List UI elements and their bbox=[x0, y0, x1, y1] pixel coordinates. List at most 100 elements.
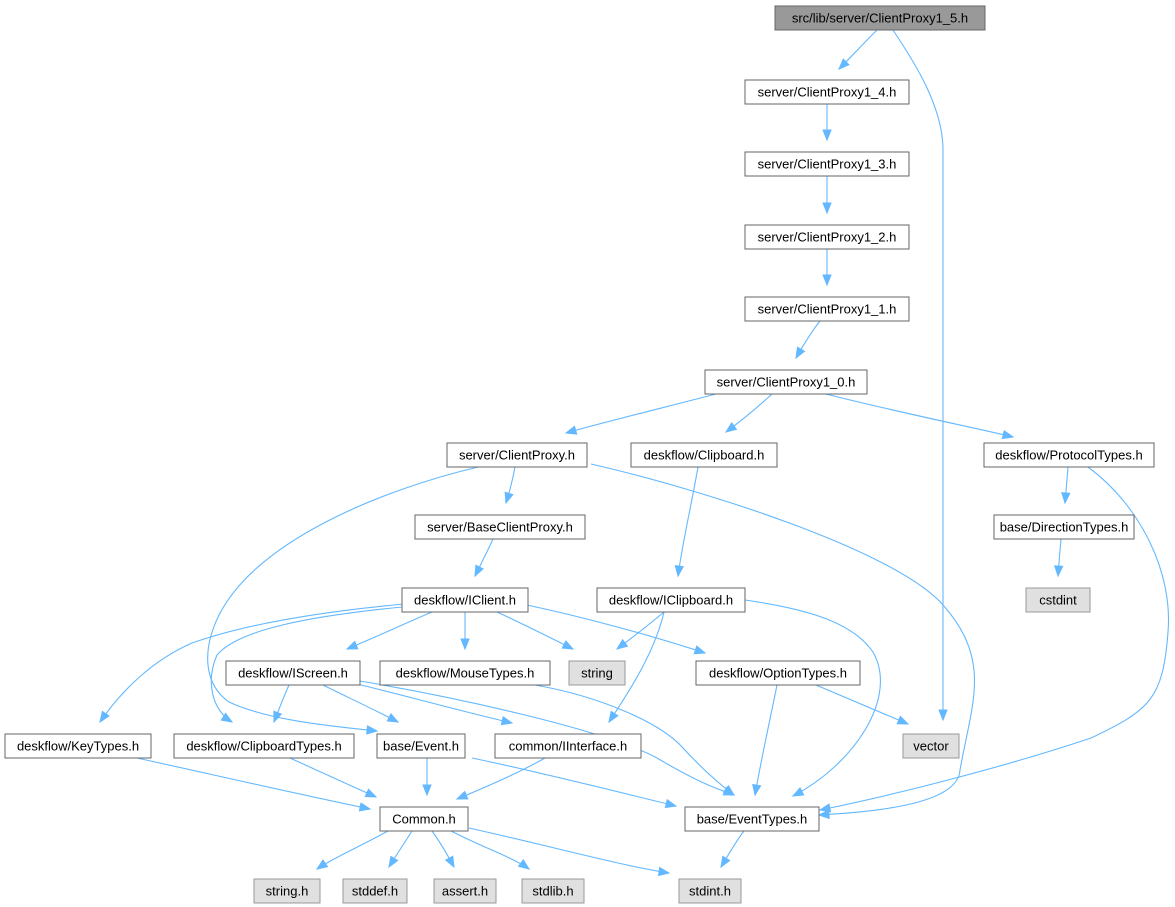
edge-line bbox=[352, 682, 513, 724]
node-base-event-h[interactable]: base/Event.h bbox=[376, 733, 466, 759]
edge-line bbox=[534, 684, 735, 796]
arrow-head-icon bbox=[422, 784, 432, 797]
arrow-head-icon bbox=[1001, 429, 1015, 440]
arrow-head-icon bbox=[822, 274, 832, 287]
node-deskflow-protocoltypes-h[interactable]: deskflow/ProtocolTypes.h bbox=[983, 442, 1155, 468]
edge-line bbox=[471, 757, 677, 807]
node-box bbox=[678, 878, 742, 904]
edge-line bbox=[744, 599, 881, 797]
node-deskflow-iscreen-h[interactable]: deskflow/IScreen.h bbox=[225, 660, 361, 686]
node-cstdint: cstdint bbox=[1025, 587, 1091, 613]
arrow-head-icon bbox=[366, 725, 379, 735]
edge-root-to-cp14 bbox=[838, 29, 878, 70]
node-label: vector bbox=[913, 739, 949, 754]
node-box bbox=[225, 660, 361, 686]
node-server-clientproxy1-0-h[interactable]: server/ClientProxy1_0.h bbox=[704, 369, 868, 395]
edge-cp10-to-proto bbox=[825, 393, 1015, 440]
node-base-eventtypes-h[interactable]: base/EventTypes.h bbox=[684, 806, 820, 832]
node-string-h: string.h bbox=[253, 878, 321, 904]
edge-iscreen-to-event bbox=[322, 684, 400, 723]
arrow-head-icon bbox=[822, 129, 832, 142]
arrow-head-icon bbox=[564, 425, 578, 435]
node-deskflow-iclipboard-h[interactable]: deskflow/IClipboard.h bbox=[596, 587, 746, 613]
edge-iclip-to-iiface bbox=[608, 611, 665, 724]
node-deskflow-optiontypes-h[interactable]: deskflow/OptionTypes.h bbox=[695, 660, 861, 686]
edge-line bbox=[136, 757, 371, 810]
arrow-head-icon bbox=[220, 712, 234, 723]
node-server-clientproxy-h[interactable]: server/ClientProxy.h bbox=[446, 442, 588, 468]
edge-line bbox=[496, 611, 574, 650]
node-stdlib-h: stdlib.h bbox=[521, 878, 585, 904]
node-box bbox=[744, 151, 910, 177]
arrow-head-icon bbox=[693, 645, 707, 655]
edge-bcp-to-iclient bbox=[474, 538, 494, 578]
edge-line bbox=[819, 466, 1170, 811]
edge-line bbox=[316, 830, 389, 870]
node-server-baseclientproxy-h[interactable]: server/BaseClientProxy.h bbox=[414, 514, 586, 540]
arrow-head-icon bbox=[724, 421, 738, 433]
edge-iclient-to-mouse bbox=[460, 612, 470, 651]
node-server-clientproxy1-1-h[interactable]: server/ClientProxy1_1.h bbox=[744, 296, 910, 322]
node-label: server/ClientProxy1_2.h bbox=[758, 230, 897, 245]
edge-iclient-to-cliptypes bbox=[210, 606, 403, 723]
node-box bbox=[902, 733, 960, 759]
edge-cp10-to-cp bbox=[564, 393, 717, 435]
node-deskflow-mousetypes-h[interactable]: deskflow/MouseTypes.h bbox=[379, 660, 551, 686]
node-label: Common.h bbox=[392, 812, 456, 827]
node-server-clientproxy1-4-h[interactable]: server/ClientProxy1_4.h bbox=[744, 79, 910, 105]
edge-cp12-to-cp11 bbox=[822, 249, 832, 287]
node-common-h[interactable]: Common.h bbox=[379, 806, 469, 832]
node-server-clientproxy1-2-h[interactable]: server/ClientProxy1_2.h bbox=[744, 224, 910, 250]
arrow-head-icon bbox=[720, 855, 731, 869]
edge-keytypes-to-common bbox=[136, 757, 372, 812]
edge-cliptypes-to-common bbox=[289, 757, 378, 798]
node-label: server/BaseClientProxy.h bbox=[427, 520, 573, 535]
node-box bbox=[704, 369, 868, 395]
edge-common-to-stdlib bbox=[450, 830, 531, 870]
node-deskflow-keytypes-h[interactable]: deskflow/KeyTypes.h bbox=[4, 733, 152, 759]
node-box bbox=[596, 587, 746, 613]
arrow-head-icon bbox=[444, 855, 455, 869]
node-deskflow-iclient-h[interactable]: deskflow/IClient.h bbox=[401, 587, 529, 613]
arrow-head-icon bbox=[674, 564, 685, 578]
edge-proto-to-evtypes bbox=[818, 466, 1170, 813]
node-label: deskflow/ClipboardTypes.h bbox=[186, 739, 341, 754]
edge-cp10-to-clip bbox=[724, 393, 773, 433]
node-deskflow-clipboard-h[interactable]: deskflow/Clipboard.h bbox=[630, 442, 778, 468]
edge-iclip-to-evtypes bbox=[744, 599, 881, 797]
node-common-iinterface-h[interactable]: common/IInterface.h bbox=[494, 733, 642, 759]
node-label: deskflow/IClient.h bbox=[414, 593, 516, 608]
arrow-head-icon bbox=[1061, 492, 1071, 505]
arrow-head-icon bbox=[657, 866, 671, 877]
edge-line bbox=[99, 603, 405, 723]
edge-line bbox=[346, 611, 433, 650]
arrow-head-icon bbox=[460, 638, 470, 651]
edge-cp-to-evtypes bbox=[590, 463, 976, 820]
node-box bbox=[173, 733, 355, 759]
edge-iiface-to-common bbox=[455, 757, 546, 800]
node-box bbox=[342, 878, 408, 904]
node-label: deskflow/Clipboard.h bbox=[644, 448, 765, 463]
edge-cp11-to-cp10 bbox=[795, 320, 821, 360]
arrow-head-icon bbox=[455, 790, 469, 800]
edge-cp-to-bcp bbox=[504, 466, 516, 505]
edge-common-to-stddef bbox=[388, 830, 413, 869]
edge-line bbox=[892, 29, 944, 720]
node-src-lib-server-clientproxy1-5-h[interactable]: src/lib/server/ClientProxy1_5.h bbox=[774, 5, 986, 31]
edge-clip-to-iclip bbox=[674, 466, 699, 578]
node-string: string bbox=[568, 660, 626, 686]
node-box bbox=[379, 806, 469, 832]
node-server-clientproxy1-3-h[interactable]: server/ClientProxy1_3.h bbox=[744, 151, 910, 177]
node-box bbox=[401, 587, 529, 613]
node-label: src/lib/server/ClientProxy1_5.h bbox=[792, 11, 968, 26]
node-base-directiontypes-h[interactable]: base/DirectionTypes.h bbox=[993, 514, 1135, 540]
edge-option-to-vector bbox=[815, 684, 910, 725]
node-assert-h: assert.h bbox=[433, 878, 497, 904]
nodes-layer: src/lib/server/ClientProxy1_5.h server/Cl… bbox=[4, 5, 1155, 904]
arrow-head-icon bbox=[517, 858, 531, 870]
node-box bbox=[433, 878, 497, 904]
node-deskflow-clipboardtypes-h[interactable]: deskflow/ClipboardTypes.h bbox=[173, 733, 355, 759]
edge-line bbox=[590, 463, 976, 816]
node-box bbox=[1025, 587, 1091, 613]
